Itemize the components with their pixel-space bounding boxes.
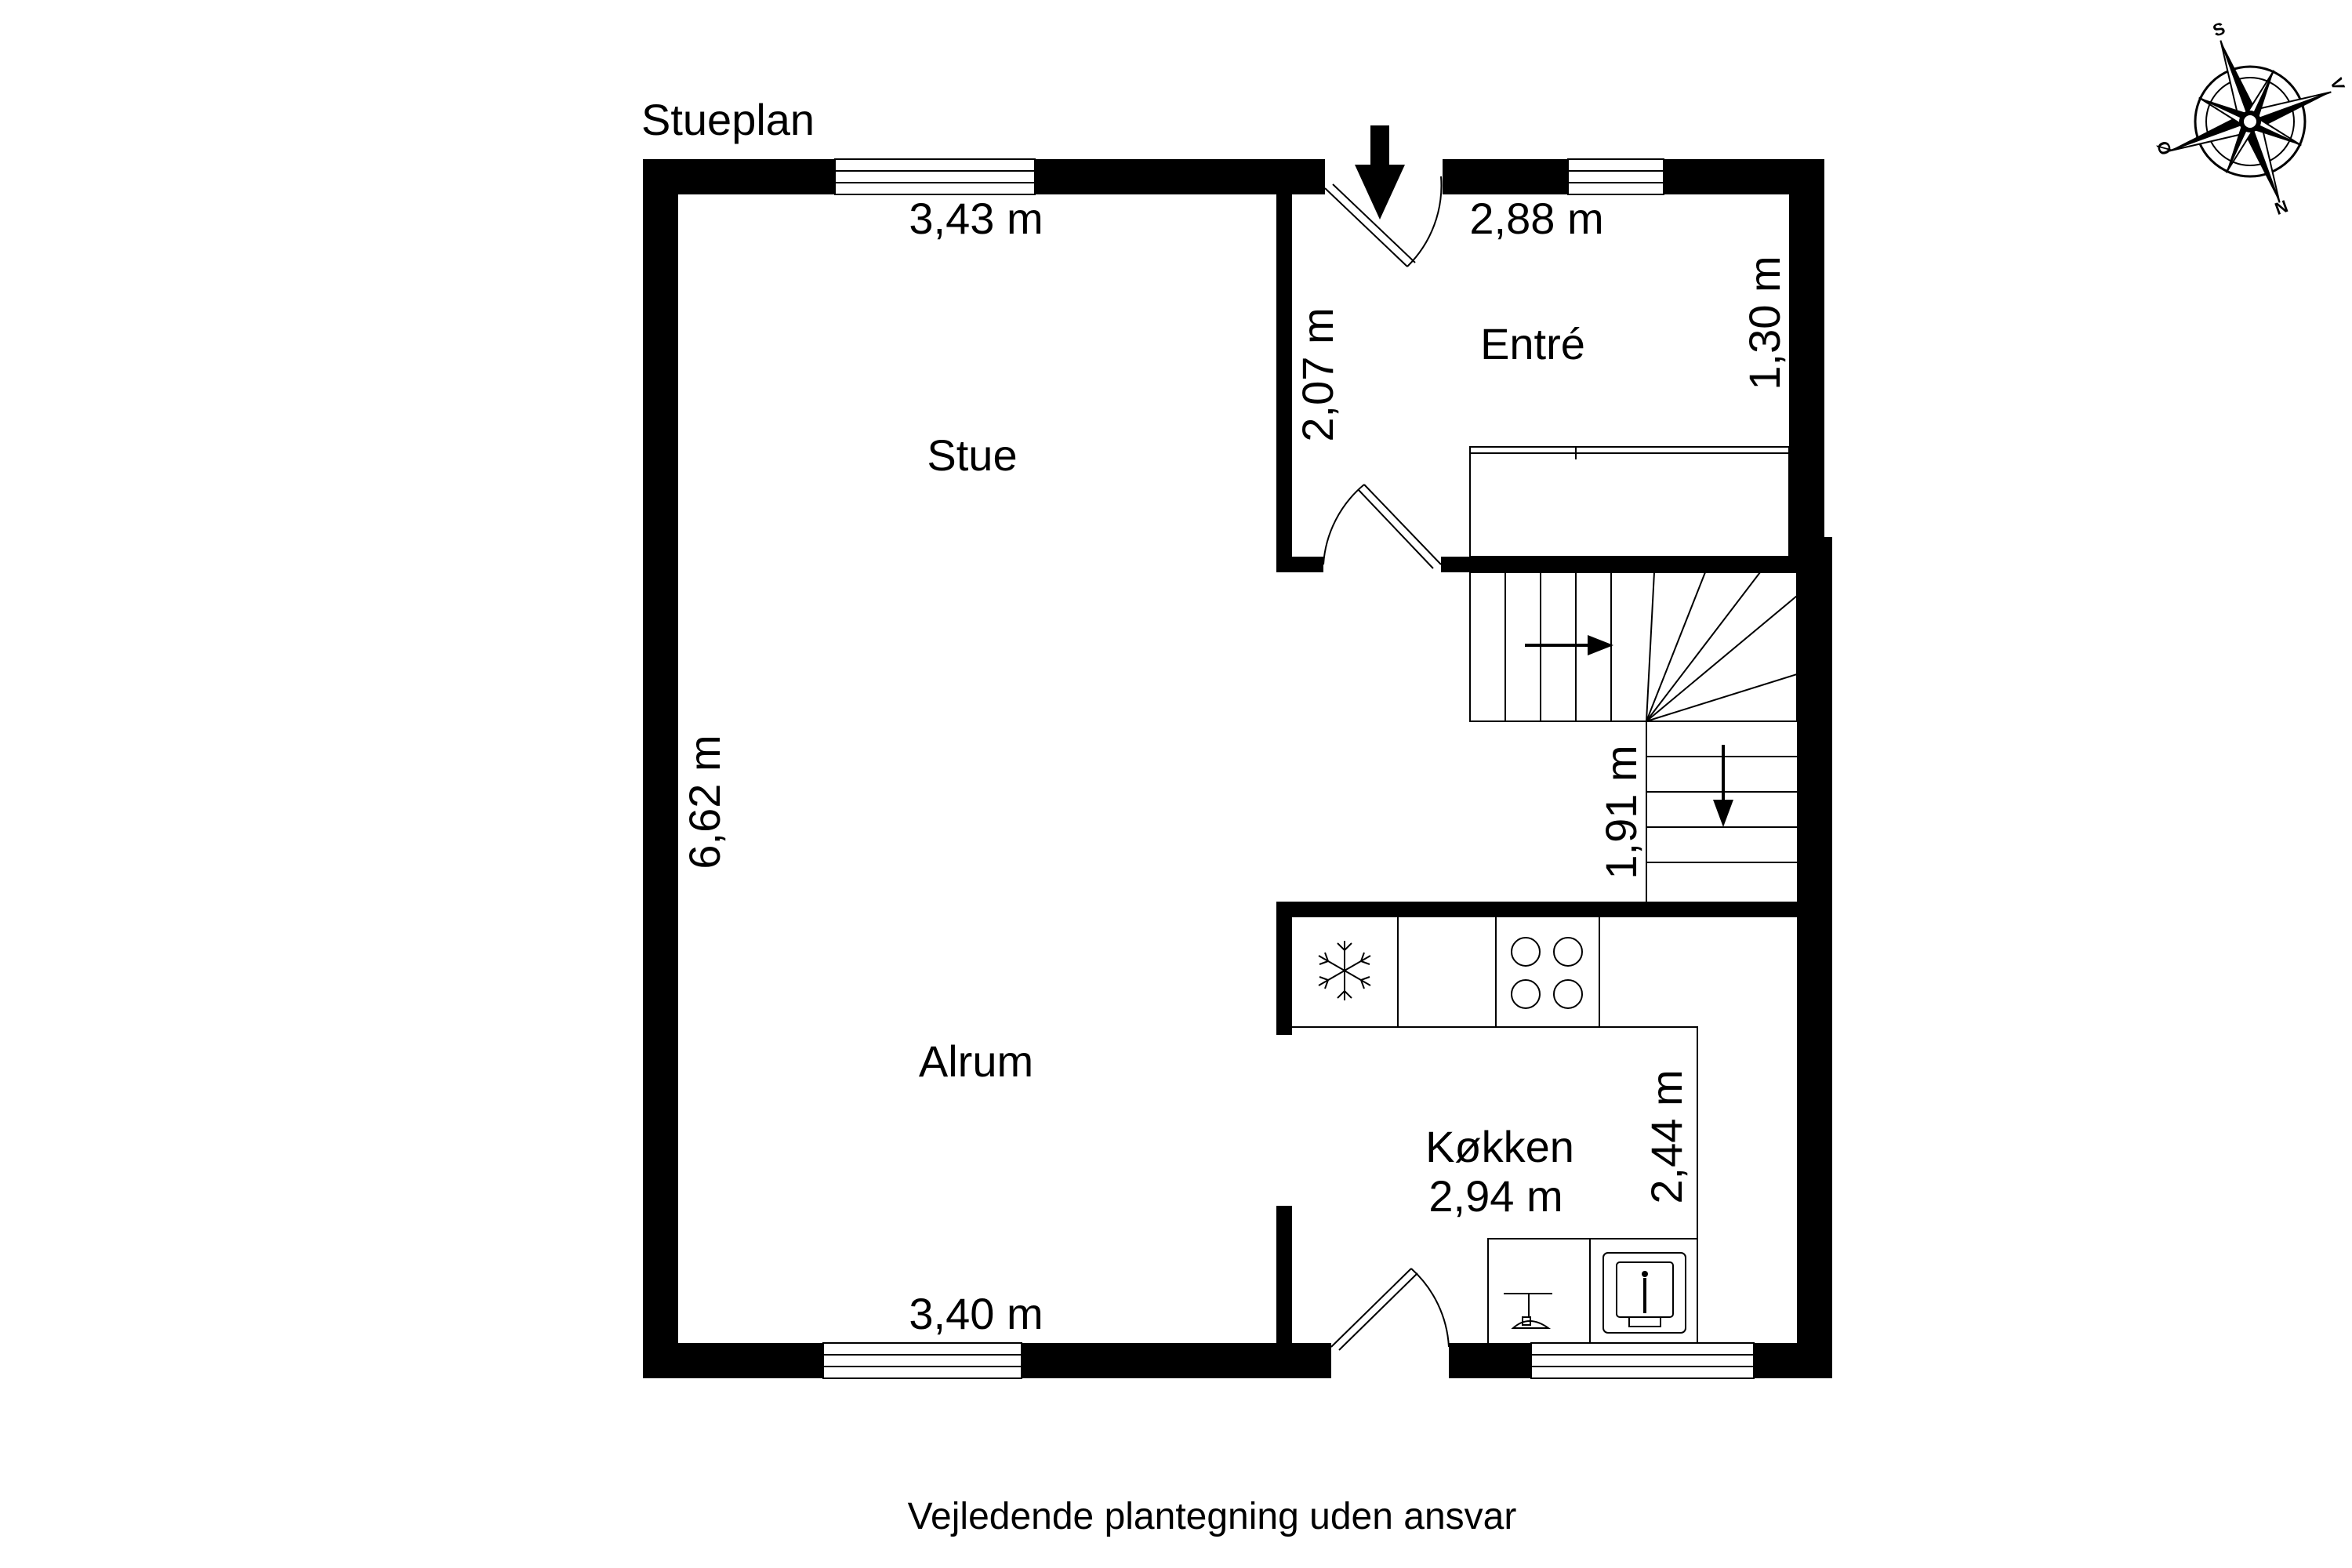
stairs-arrow-down-icon <box>1713 745 1733 827</box>
stairs-arrow-right-icon <box>1525 635 1613 655</box>
wall-entre-left <box>1276 159 1292 572</box>
wall-bottom-mid <box>1022 1343 1331 1378</box>
wall-right <box>1797 537 1832 1378</box>
compass-label-s: S <box>2210 18 2227 41</box>
dim-stue-width: 3,43 m <box>909 194 1043 243</box>
window-stue <box>834 158 1036 195</box>
dim-entre-width: 2,88 m <box>1469 194 1603 243</box>
wall-kitchen-left-top <box>1276 902 1292 1035</box>
dim-kitchen-depth: 2,44 m <box>1642 1069 1691 1203</box>
window-kokken <box>1530 1342 1755 1379</box>
doors <box>1323 125 1450 1351</box>
disclaimer-footer: Vejledende plantegning uden ansvar <box>908 1496 1517 1537</box>
door-entre-inner <box>1323 484 1442 569</box>
wall-entre-right <box>1789 159 1824 572</box>
wall-kitchen-top <box>1276 902 1802 917</box>
sink-icon <box>1602 1252 1686 1334</box>
room-label-kokken: Køkken <box>1425 1122 1574 1171</box>
walls <box>643 159 1832 1378</box>
freezer-snowflake-icon <box>1318 941 1371 1000</box>
stove-icon <box>1511 937 1583 1009</box>
plan-title: Stueplan <box>641 95 815 144</box>
wall-kitchen-left-bottom <box>1276 1206 1292 1378</box>
dim-kitchen-width: 2,94 m <box>1428 1171 1563 1221</box>
dim-entre-depth-left: 2,07 m <box>1293 307 1342 441</box>
window-alrum <box>822 1342 1022 1379</box>
door-kitchen <box>1330 1268 1450 1351</box>
closet <box>1469 446 1790 557</box>
wall-bottom-kitchen-right <box>1754 1343 1832 1378</box>
dim-living-length: 6,62 m <box>680 735 729 869</box>
wall-entre-bottom <box>1441 557 1809 572</box>
entry-arrow-icon <box>1355 125 1405 220</box>
dim-stairs-width: 1,91 m <box>1596 745 1646 879</box>
wall-left <box>643 159 678 1378</box>
wall-bottom-left <box>643 1343 823 1378</box>
dim-entre-depth-right: 1,30 m <box>1740 256 1789 390</box>
wall-top-left <box>643 159 835 194</box>
window-entre <box>1567 158 1664 195</box>
room-label-entre: Entré <box>1480 319 1585 368</box>
compass-label-v: V <box>2326 75 2349 93</box>
dim-alrum-width: 3,40 m <box>909 1289 1043 1338</box>
wall-entre-left-stub <box>1276 557 1323 572</box>
compass-label-o: Ø <box>2153 139 2176 158</box>
room-label-alrum: Alrum <box>919 1036 1033 1086</box>
wall-top-mid <box>1035 159 1309 194</box>
wall-bottom-kitchen-left <box>1449 1343 1531 1378</box>
windows <box>822 158 1755 1379</box>
wall-entre-top-mid <box>1443 159 1568 194</box>
door-entrance <box>1324 176 1443 267</box>
compass-rose-icon: S V N Ø <box>2153 18 2349 219</box>
room-label-stue: Stue <box>927 430 1017 480</box>
compass-label-n: N <box>2272 196 2290 219</box>
wall-entre-top-left <box>1276 159 1325 194</box>
dishwasher-tap-icon <box>1504 1293 1552 1329</box>
kitchen-counter <box>1292 917 1698 1343</box>
staircase <box>1469 572 1798 902</box>
